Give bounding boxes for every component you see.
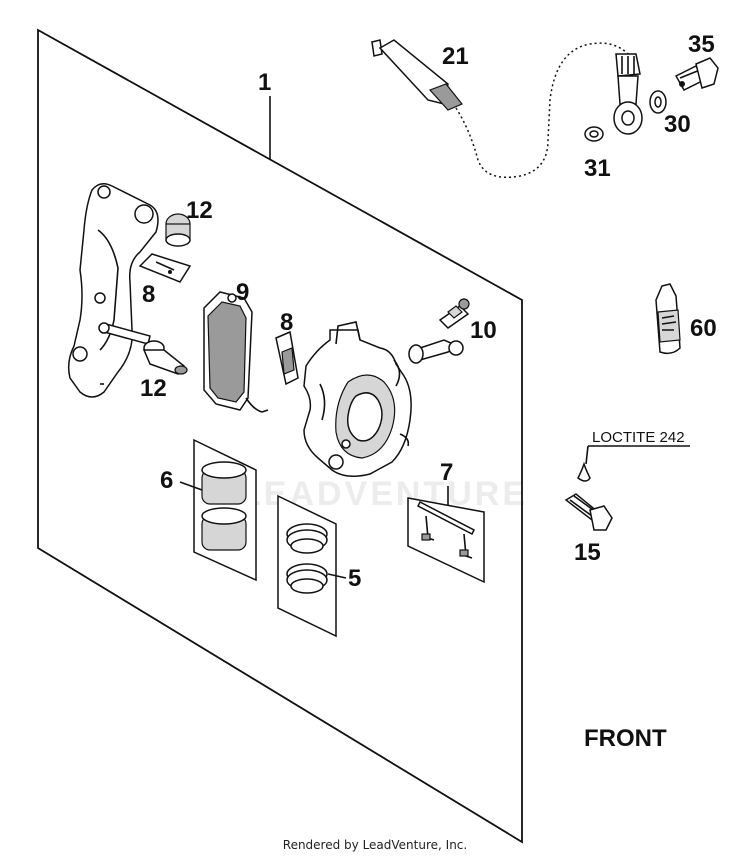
loctite-bottle bbox=[655, 283, 681, 355]
callout-35: 35 bbox=[688, 31, 715, 58]
pad-spring-upper bbox=[138, 253, 192, 283]
callout-1: 1 bbox=[258, 69, 271, 96]
bushing-lower bbox=[142, 340, 188, 375]
callout-8-upper: 8 bbox=[142, 281, 155, 308]
pin-kit-card bbox=[407, 497, 485, 584]
callout-30: 30 bbox=[664, 111, 691, 138]
callout-7: 7 bbox=[440, 459, 453, 486]
caliper-bracket bbox=[67, 183, 159, 398]
front-label: FRONT bbox=[584, 725, 667, 752]
bleeder-valve bbox=[408, 298, 470, 364]
brake-pad bbox=[203, 291, 263, 413]
callout-6: 6 bbox=[160, 467, 173, 494]
callout-12-lower: 12 bbox=[140, 375, 167, 402]
caliper-bolt bbox=[564, 461, 613, 531]
leader-6 bbox=[179, 481, 203, 491]
callout-31: 31 bbox=[584, 155, 611, 182]
loctite-label: LOCTITE 242 bbox=[592, 429, 685, 446]
caliper-body bbox=[303, 321, 412, 477]
callout-15: 15 bbox=[574, 539, 601, 566]
washer-31-hole bbox=[589, 130, 599, 138]
callout-8-lower: 8 bbox=[280, 309, 293, 336]
pad-tick bbox=[261, 409, 269, 413]
callout-12-upper: 12 bbox=[186, 197, 213, 224]
pad-spring-lower bbox=[275, 330, 299, 386]
assembly-board bbox=[37, 28, 523, 844]
callout-9: 9 bbox=[236, 279, 249, 306]
callout-21: 21 bbox=[442, 43, 469, 70]
callout-60: 60 bbox=[690, 315, 717, 342]
banjo-bolt bbox=[674, 57, 719, 91]
brake-hose bbox=[371, 39, 643, 178]
callout-5: 5 bbox=[348, 565, 361, 592]
footer-credit: Rendered by LeadVenture, Inc. bbox=[282, 838, 468, 852]
leader-5 bbox=[327, 573, 347, 579]
loctite-leader bbox=[585, 445, 690, 465]
callout-10: 10 bbox=[470, 317, 497, 344]
washer-30-hole bbox=[654, 96, 662, 108]
seal-kit-card bbox=[277, 494, 337, 638]
piston-kit-card bbox=[193, 438, 257, 582]
bushing-upper bbox=[165, 213, 191, 247]
